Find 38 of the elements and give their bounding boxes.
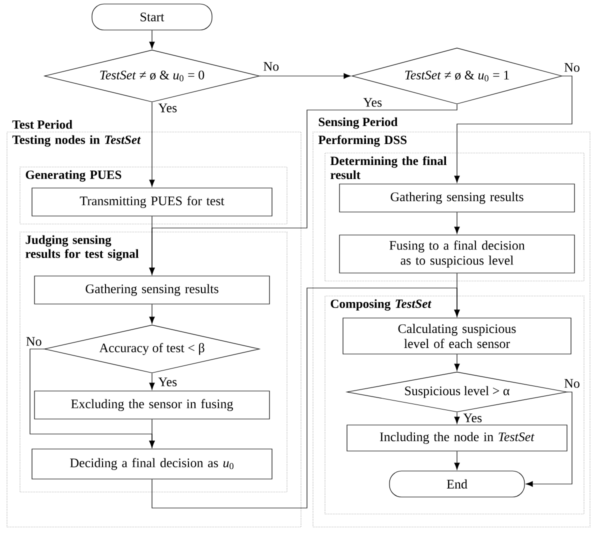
process-box: Excluding the sensor in fusing — [34, 390, 270, 420]
edge-label: Yes — [462, 412, 484, 424]
arrow — [149, 373, 155, 390]
process-box: Calculating suspicious level of each sensor — [342, 318, 572, 354]
arrow — [260, 73, 351, 79]
arrow — [454, 273, 460, 317]
edge-label: No — [262, 61, 280, 72]
terminal-box: End — [389, 470, 525, 498]
arrow — [454, 412, 460, 424]
process-box: Including the node in TestSet — [346, 424, 568, 452]
group-heading: Judging sensing results for test signal — [26, 235, 139, 261]
arrow — [149, 304, 155, 324]
section-title: Test Period — [12, 120, 72, 129]
process-box: Deciding a final decision as u$_{0}$ — [32, 448, 272, 480]
group-heading: Testing nodes in TestSet — [12, 135, 141, 147]
arrow — [454, 451, 460, 470]
arrow — [454, 76, 572, 183]
edge-label: No — [563, 62, 581, 73]
group-heading: Composing TestSet — [330, 299, 432, 311]
arrow — [149, 216, 155, 275]
group-heading: Performing DSS — [318, 135, 407, 147]
arrow — [149, 102, 155, 187]
edge-label: No — [24, 336, 43, 347]
arrow — [454, 212, 460, 234]
group-heading: Generating PUES — [26, 170, 122, 182]
process-box: Transmitting PUES for test — [32, 188, 272, 216]
arrow — [149, 30, 155, 49]
terminal-box: Start — [92, 4, 212, 30]
group-heading: Determining the final result — [330, 156, 447, 180]
edge-label: Yes — [157, 376, 178, 388]
process-box: Gathering sensing results — [339, 184, 575, 212]
section-title: Sensing Period — [318, 117, 398, 129]
process-box: Gathering sensing results — [34, 276, 270, 304]
edge-label: Yes — [157, 102, 178, 114]
process-box: Fusing to a final decision as to suspicious level — [339, 234, 575, 274]
arrow — [526, 392, 572, 487]
arrow — [454, 354, 460, 371]
arrow — [149, 419, 155, 448]
